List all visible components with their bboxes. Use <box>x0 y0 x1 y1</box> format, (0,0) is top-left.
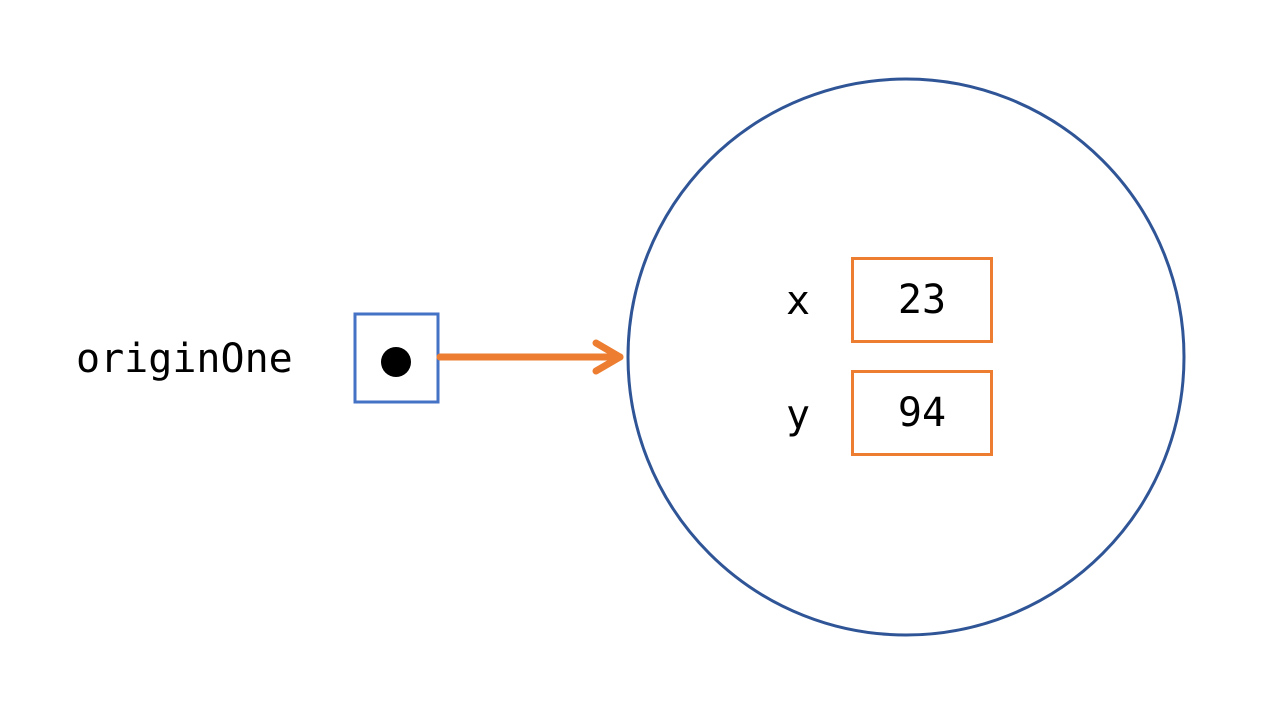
field-value-box-y: 94 <box>851 370 993 456</box>
field-value-y: 94 <box>897 390 947 436</box>
field-value-x: 23 <box>897 277 947 323</box>
field-label-x: x <box>785 278 811 324</box>
variable-name-label: originOne <box>76 336 293 382</box>
field-value-box-x: 23 <box>851 257 993 343</box>
pointer-dot <box>381 347 411 377</box>
object-circle <box>626 77 1186 637</box>
reference-arrow-head <box>592 339 624 375</box>
field-label-y: y <box>785 392 811 438</box>
